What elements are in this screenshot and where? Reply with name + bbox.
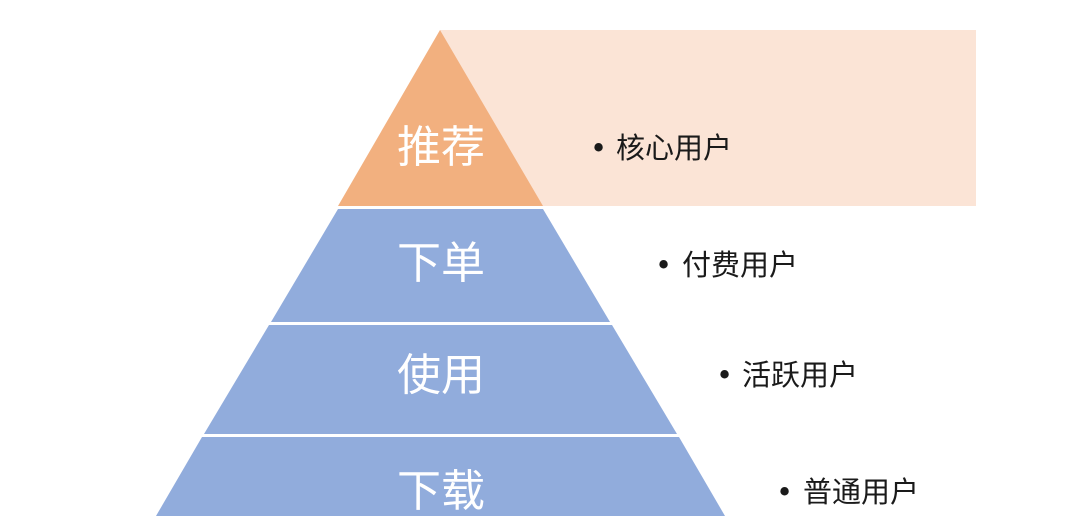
tier-use-label: 使用 <box>397 350 485 401</box>
bullet-paying: • <box>655 248 672 282</box>
bullet-core: • <box>590 131 607 165</box>
desc-regular-users: 普通用户 <box>803 475 919 509</box>
core-user-highlight-band <box>440 30 976 206</box>
tier-use-shape <box>204 325 677 434</box>
tier-recommend-label: 推荐 <box>397 122 485 173</box>
desc-active-users: 活跃用户 <box>742 358 858 392</box>
desc-core-users: 核心用户 <box>616 131 732 165</box>
tier-order-label: 下单 <box>397 238 485 289</box>
bullet-regular: • <box>776 475 793 509</box>
tier-download-label: 下载 <box>397 466 485 516</box>
desc-paying-users: 付费用户 <box>682 248 798 282</box>
tier-recommend-shape <box>338 30 543 206</box>
tier-download-shape <box>156 437 725 516</box>
bullet-active: • <box>716 358 733 392</box>
tier-order-shape <box>271 209 610 322</box>
